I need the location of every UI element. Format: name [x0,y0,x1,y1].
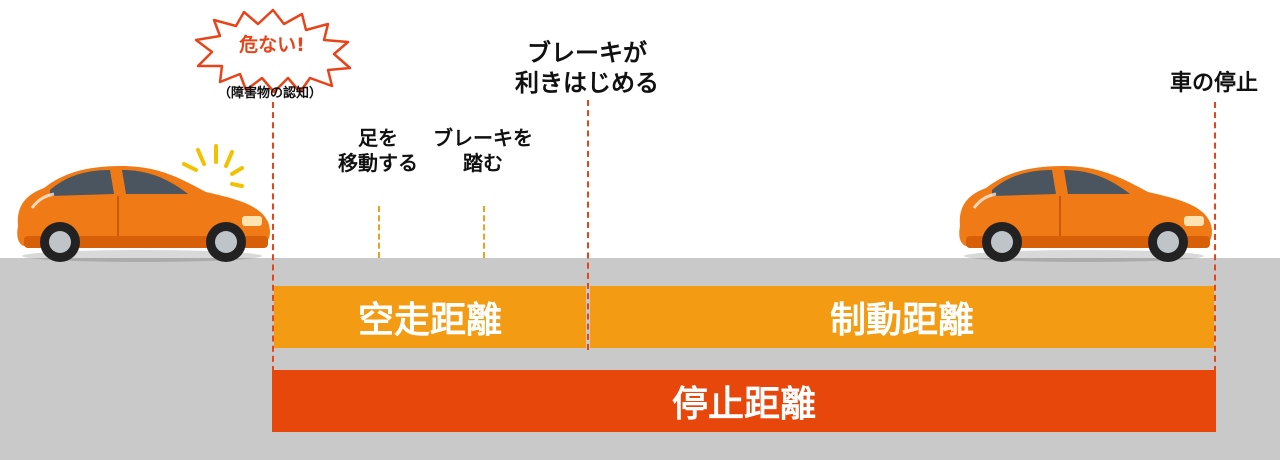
brake-starts-label: ブレーキが 利きはじめる [515,39,659,97]
move-foot-marker [378,206,380,258]
braking-distance-label: 制動距離 [829,300,974,341]
danger-text: 危ない! [239,34,305,56]
free-running-distance-label: 空走距離 [357,300,502,341]
braking-distance-bar: 制動距離 [590,286,1214,348]
stopping-distance-label: 停止距離 [671,384,816,425]
danger-burst-icon [194,8,352,94]
press-brake-marker [483,206,485,258]
stopped-car [959,166,1212,262]
free-running-distance-bar: 空走距離 [274,286,586,348]
move-foot-label: 足を 移動する [338,126,418,175]
car-stop-label: 車の停止 [1169,71,1258,96]
car-at-recognition [17,166,270,262]
brake-starts-marker [587,100,589,350]
recognition-label: （障害物の認知） [217,86,322,101]
alert-lines-icon [182,144,244,188]
stopping-distance-bar: 停止距離 [272,370,1216,432]
recognition-marker [272,102,274,372]
press-brake-label: ブレーキを 踏む [433,126,533,175]
stop-marker [1214,102,1216,372]
